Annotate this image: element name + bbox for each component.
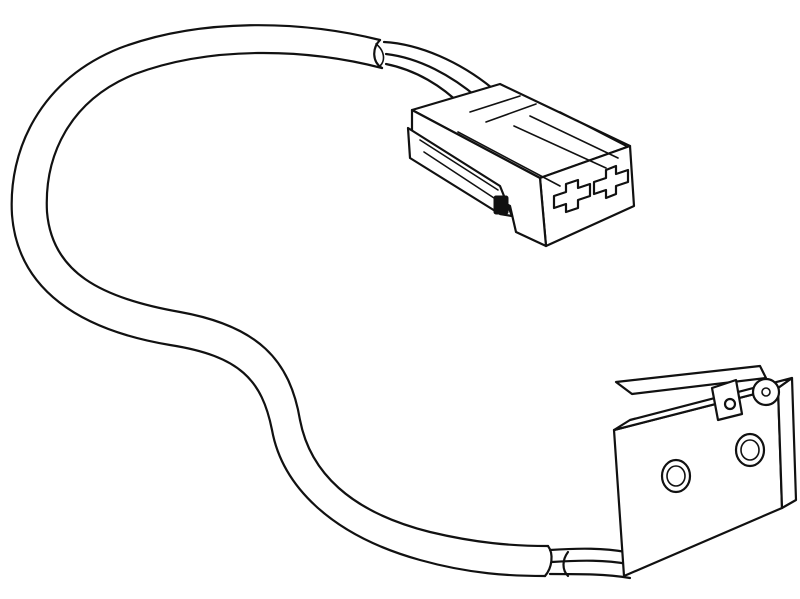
switch-roller-hub	[761, 387, 771, 397]
upper-wire-1	[382, 40, 494, 90]
switch-side-face	[776, 376, 798, 510]
micro-switch-icon	[612, 364, 798, 578]
connector-ridge-6	[457, 131, 561, 187]
upper-wire-2	[384, 52, 480, 100]
connector-ridge-3	[513, 125, 607, 169]
cable-jacket-end-top-rim	[375, 43, 385, 67]
lower-wire-2	[550, 559, 630, 566]
cable-jacket-end-bottom	[543, 544, 553, 578]
connector-ridge-4	[529, 115, 619, 159]
lower-wire-3	[548, 572, 632, 580]
connector-ridge-5	[559, 111, 627, 147]
lower-wire-jacket	[562, 550, 570, 578]
mounting-hole-right	[734, 432, 766, 468]
mounting-hole-left-inner	[666, 465, 686, 487]
terminal-cavity-1	[552, 178, 592, 214]
connector-plug-icon	[406, 82, 636, 248]
lower-wires-icon	[548, 547, 632, 580]
cable-inner-edge	[45, 51, 550, 548]
cable-outer-edge	[10, 24, 547, 578]
terminal-cavity-2	[592, 164, 630, 200]
mounting-hole-left	[660, 458, 692, 494]
switch-pin	[723, 397, 737, 411]
connector-latch-groove	[419, 139, 499, 191]
connector-ridge-1	[469, 95, 521, 113]
connector-latch	[406, 126, 514, 218]
connector-latch-groove-2	[423, 151, 495, 199]
mounting-hole-right-inner	[740, 439, 760, 461]
cable-icon	[10, 24, 553, 578]
connector-ridge-2	[485, 103, 537, 123]
lower-wire-1	[548, 547, 628, 554]
connector-latch-tab	[493, 195, 509, 215]
switch-front-face	[612, 386, 784, 578]
switch-roller	[751, 377, 781, 407]
